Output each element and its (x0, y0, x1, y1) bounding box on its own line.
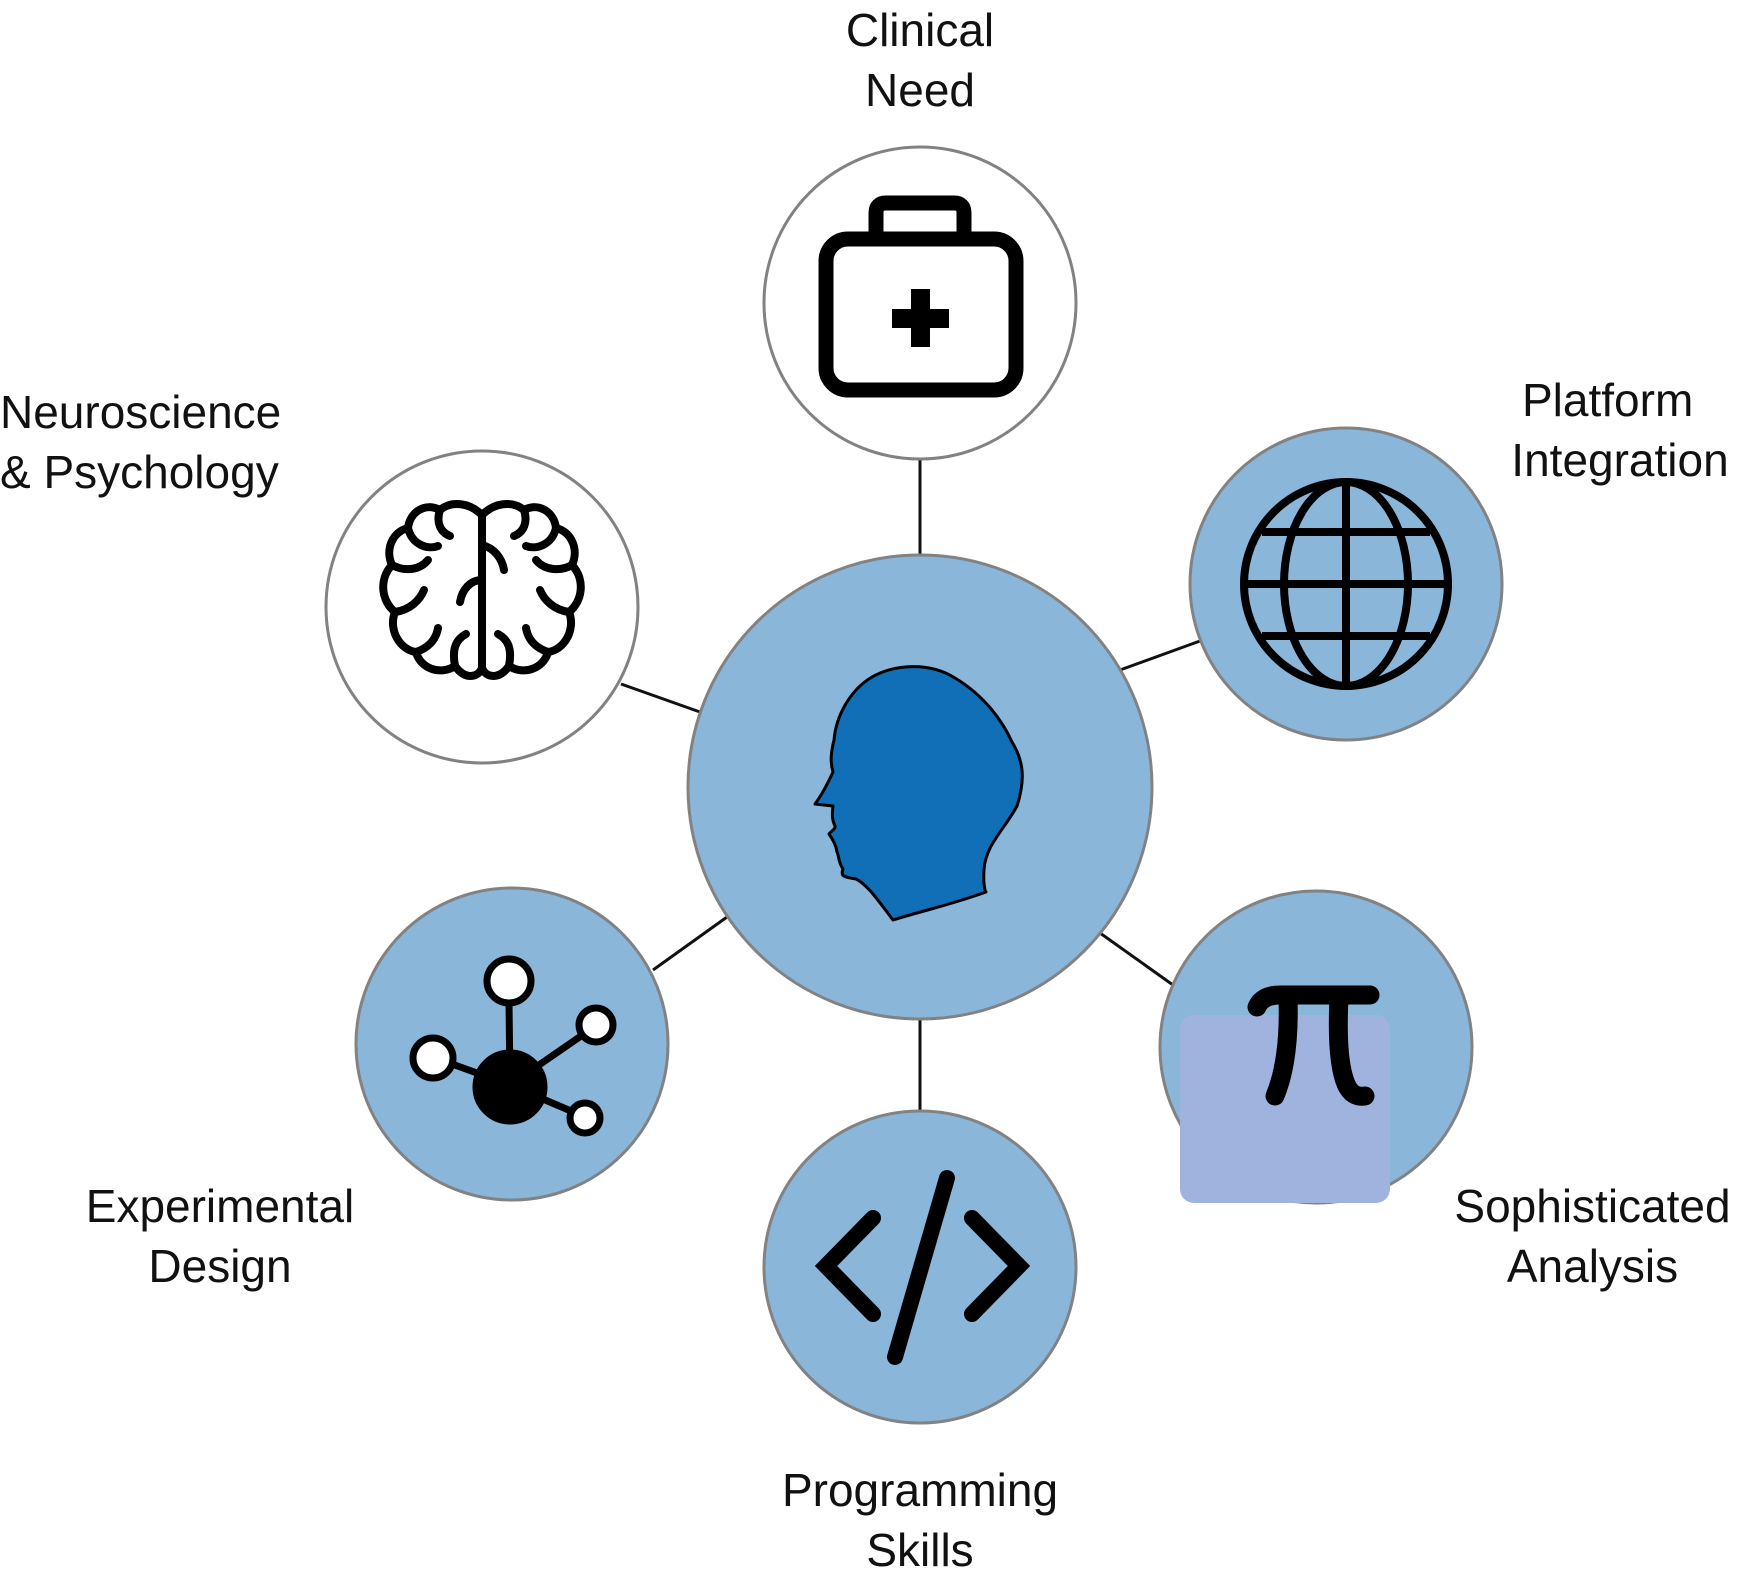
node-sophisticated-analysis (1158, 889, 1474, 1205)
label-experimental-design: Experimental Design (70, 1176, 370, 1296)
brain-icon (379, 500, 585, 680)
node-experimental-design (354, 886, 670, 1202)
node-programming-skills (762, 1109, 1078, 1425)
molecule-network-icon (409, 955, 617, 1137)
label-line: Neuroscience (0, 386, 282, 438)
label-neuroscience-psychology: Neuroscience & Psychology (0, 382, 315, 502)
label-line: Integration (1511, 434, 1729, 486)
node-platform-integration (1188, 426, 1504, 742)
label-line: Design (148, 1240, 292, 1292)
label-line: Need (865, 64, 975, 116)
connector-lines (620, 460, 1201, 1112)
label-line: Sophisticated (1454, 1180, 1731, 1232)
globe-icon (1240, 478, 1452, 690)
label-line: Programming (781, 1464, 1059, 1516)
node-clinical-need (762, 145, 1078, 461)
connector-sophisticated-analysis (1099, 931, 1174, 987)
label-platform-integration: Platform Integration (1500, 370, 1740, 490)
center-node (686, 553, 1154, 1021)
pi-icon (1247, 985, 1380, 1106)
label-line: Experimental (85, 1180, 355, 1232)
label-line: Clinical (845, 4, 995, 56)
connector-platform-integration (1119, 639, 1201, 672)
label-line: & Psychology (0, 446, 279, 498)
code-icon (814, 1170, 1031, 1365)
medical-kit-icon (818, 195, 1024, 398)
node-neuroscience-psychology (324, 449, 640, 765)
label-line: Analysis (1506, 1240, 1679, 1292)
connector-neuroscience-psychology (620, 682, 701, 714)
label-clinical-need: Clinical Need (820, 0, 1020, 120)
label-line: Platform (1522, 374, 1694, 426)
human-head-icon (813, 665, 1024, 922)
label-line: Skills (866, 1524, 974, 1576)
label-programming-skills: Programming Skills (760, 1460, 1080, 1580)
label-sophisticated-analysis: Sophisticated Analysis (1440, 1176, 1745, 1296)
connector-experimental-design (652, 915, 728, 972)
